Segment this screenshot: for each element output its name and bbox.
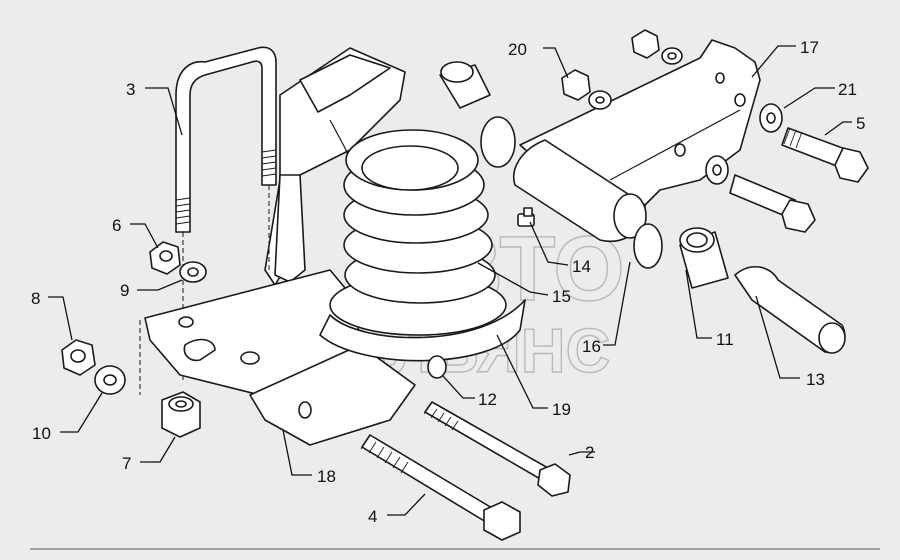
- nut-6: [149, 241, 181, 275]
- callout-13: 13: [806, 370, 825, 389]
- callout-7: 7: [122, 454, 131, 473]
- mounting-bracket-body: [264, 47, 406, 286]
- callout-16: 16: [582, 337, 601, 356]
- callout-14: 14: [572, 257, 591, 276]
- washer-lower-hole: [712, 164, 722, 176]
- callout-15: 15: [552, 287, 571, 306]
- callout-18: 18: [317, 467, 336, 486]
- spring-seat: [319, 299, 526, 362]
- bushing-upper: [439, 61, 491, 109]
- base-plate: [139, 269, 416, 446]
- o-ring-16: [633, 223, 663, 269]
- pin-13: [734, 266, 846, 354]
- bushing-11: [679, 227, 729, 289]
- leader-lines: [48, 45, 852, 516]
- callout-5: 5: [856, 114, 865, 133]
- coil-spring: [329, 129, 507, 336]
- bolt-2: [423, 401, 571, 497]
- washer-10: [94, 365, 126, 395]
- callout-6: 6: [112, 216, 121, 235]
- callout-10: 10: [32, 424, 51, 443]
- callout-4: 4: [368, 507, 377, 526]
- callout-11: 11: [716, 330, 734, 349]
- grease-nipple: [517, 207, 535, 227]
- washer-21-hole: [766, 112, 776, 124]
- nut-20-set: [561, 29, 683, 110]
- bushing-small: [427, 355, 447, 379]
- callout-19: 19: [552, 400, 571, 419]
- callout-3: 3: [126, 80, 135, 99]
- nut-8: [61, 339, 96, 376]
- u-bolt: [175, 46, 277, 380]
- callout-9: 9: [120, 281, 129, 300]
- callout-17: 17: [800, 38, 819, 57]
- bolt-5-lower: [729, 174, 816, 233]
- callout-20: 20: [508, 40, 527, 59]
- swing-arm: [513, 39, 761, 242]
- washer-9: [179, 261, 207, 283]
- bolt-5-upper: [781, 127, 869, 183]
- callout-2: 2: [585, 443, 594, 462]
- callout-8: 8: [31, 289, 40, 308]
- callout-21: 21: [838, 80, 857, 99]
- cap-nut-7: [161, 391, 201, 438]
- callout-labels: 3 6 9 8 10 7 18 4 2 12 19 15 14 16 11 13…: [31, 38, 865, 526]
- callout-12: 12: [478, 390, 497, 409]
- o-ring-upper: [480, 116, 516, 168]
- bolt-4: [360, 434, 521, 541]
